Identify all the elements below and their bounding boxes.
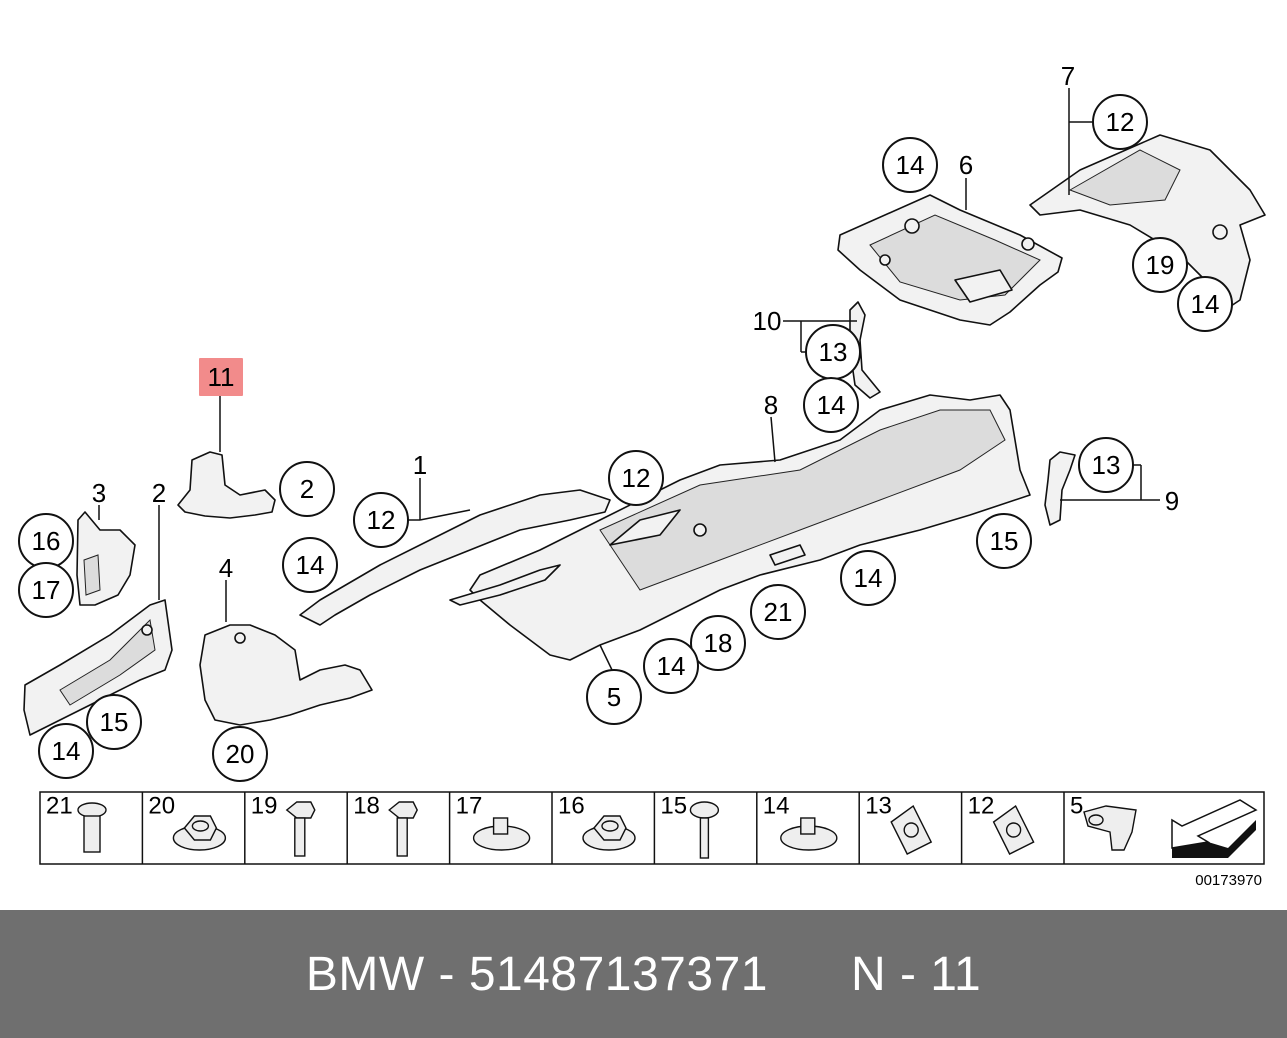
svg-text:14: 14 — [52, 736, 81, 766]
parts-table-label: 12 — [968, 793, 995, 820]
svg-text:15: 15 — [990, 526, 1019, 556]
circled-callout-18: 18 — [690, 615, 746, 671]
svg-text:2: 2 — [300, 474, 314, 504]
svg-text:13: 13 — [819, 337, 848, 367]
hardware-parts-table: 21 20 19 18 17 16 15 14 13 12 5 — [39, 791, 1265, 865]
svg-text:20: 20 — [226, 739, 255, 769]
washer-nut-icon — [472, 817, 531, 851]
circled-callout-12-mid: 12 — [608, 450, 664, 506]
flange-bolt-icon — [388, 801, 418, 857]
footer-part-number: 51487137371 — [468, 947, 768, 1001]
circled-callout-14-mid: 14 — [803, 377, 859, 433]
parts-table-label: 14 — [763, 793, 790, 820]
svg-text:17: 17 — [32, 575, 61, 605]
callout-11-highlighted[interactable]: 11 — [199, 358, 243, 396]
callout-3: 3 — [92, 478, 106, 508]
circled-callout-21: 21 — [750, 584, 806, 640]
flange-nut-icon — [172, 815, 227, 851]
footer-gap — [768, 948, 851, 1001]
part-8-drawing — [469, 394, 1031, 661]
bracket-icon — [1083, 805, 1137, 851]
parts-table-label: 19 — [251, 793, 278, 820]
circled-callout-2-right: 2 — [279, 461, 335, 517]
circled-callout-20: 20 — [212, 726, 268, 782]
circled-callout-14-top: 14 — [882, 137, 938, 193]
circled-callout-19: 19 — [1132, 237, 1188, 293]
circled-callout-17: 17 — [18, 562, 74, 618]
flange-nut-icon — [582, 815, 636, 851]
svg-text:12: 12 — [367, 505, 396, 535]
svg-text:14: 14 — [817, 390, 846, 420]
callout-8: 8 — [764, 390, 778, 420]
footer-part-info: BMW - 51487137371 N - 11 — [306, 947, 981, 1002]
circled-callout-12-top: 12 — [1092, 94, 1148, 150]
parts-table-label: 17 — [456, 793, 483, 820]
circled-callout-15-right: 15 — [976, 513, 1032, 569]
part-3-drawing — [76, 511, 136, 606]
leader-lines — [98, 88, 1160, 673]
svg-text:21: 21 — [764, 597, 793, 627]
svg-text:12: 12 — [622, 463, 651, 493]
circled-callout-14-bottom: 14 — [643, 638, 699, 694]
parts-table-label: 15 — [660, 793, 687, 820]
circled-callout-14-leftmid: 14 — [282, 537, 338, 593]
parts-table-label: 5 — [1070, 793, 1083, 820]
svg-text:14: 14 — [657, 651, 686, 681]
circled-callout-13-upper: 13 — [805, 324, 861, 380]
footer-position-code: N - 11 — [850, 947, 982, 1001]
svg-text:18: 18 — [704, 628, 733, 658]
parts-table-label: 21 — [46, 793, 73, 820]
washer-nut-icon — [780, 817, 838, 851]
callout-1: 1 — [413, 450, 427, 480]
part-4-drawing — [199, 624, 373, 726]
parts-diagram: 7 6 10 8 9 1 3 2 4 11 12 14 19 14 13 14 … — [18, 61, 1266, 889]
circled-callout-5: 5 — [586, 669, 642, 725]
circled-callout-14-center: 14 — [840, 550, 896, 606]
footer-brand: BMW — [305, 947, 425, 1001]
diagram-id: 00173970 — [1195, 872, 1262, 889]
hex-bolt-icon — [285, 801, 316, 857]
speed-nut-icon — [992, 804, 1035, 855]
svg-text:14: 14 — [296, 550, 325, 580]
callout-2-left: 2 — [152, 478, 166, 508]
highlight-box — [199, 358, 243, 396]
svg-text:14: 14 — [854, 563, 883, 593]
part-2-drawing — [23, 599, 173, 736]
svg-text:12: 12 — [1106, 107, 1135, 137]
direction-arrow-icon — [1171, 799, 1258, 858]
svg-text:15: 15 — [100, 707, 129, 737]
part-6-drawing — [837, 194, 1063, 326]
push-clip-icon — [77, 802, 107, 853]
svg-text:16: 16 — [32, 526, 61, 556]
svg-text:5: 5 — [607, 682, 621, 712]
callout-10: 10 — [753, 306, 782, 336]
circled-callout-12-left: 12 — [353, 492, 409, 548]
part-1-drawing — [299, 489, 611, 626]
svg-text:14: 14 — [1191, 289, 1220, 319]
parts-table-label: 18 — [353, 793, 380, 820]
parts-table-label: 13 — [865, 793, 892, 820]
circled-callout-15-left: 15 — [86, 694, 142, 750]
circled-callout-16: 16 — [18, 513, 74, 569]
self-tapping-screw-icon — [689, 801, 720, 859]
svg-text:19: 19 — [1146, 250, 1175, 280]
parts-table-label: 20 — [148, 793, 175, 820]
circled-callout-14-right: 14 — [1177, 276, 1233, 332]
parts-table-label: 16 — [558, 793, 585, 820]
callout-4: 4 — [219, 553, 233, 583]
callout-11: 11 — [208, 362, 235, 392]
part-9-drawing — [1044, 451, 1076, 526]
callout-6: 6 — [959, 150, 973, 180]
svg-text:14: 14 — [896, 150, 925, 180]
footer-separator: - — [424, 947, 469, 1001]
callout-9: 9 — [1165, 486, 1179, 516]
circled-callout-13-right: 13 — [1078, 437, 1134, 493]
circled-callout-14-leftbottom: 14 — [38, 723, 94, 779]
speed-nut-icon — [890, 804, 933, 855]
part-7-drawing — [1029, 134, 1266, 311]
footer-bar: BMW - 51487137371 N - 11 — [0, 910, 1287, 1038]
svg-text:13: 13 — [1092, 450, 1121, 480]
part-11-drawing — [177, 451, 276, 519]
callout-7: 7 — [1061, 61, 1075, 91]
